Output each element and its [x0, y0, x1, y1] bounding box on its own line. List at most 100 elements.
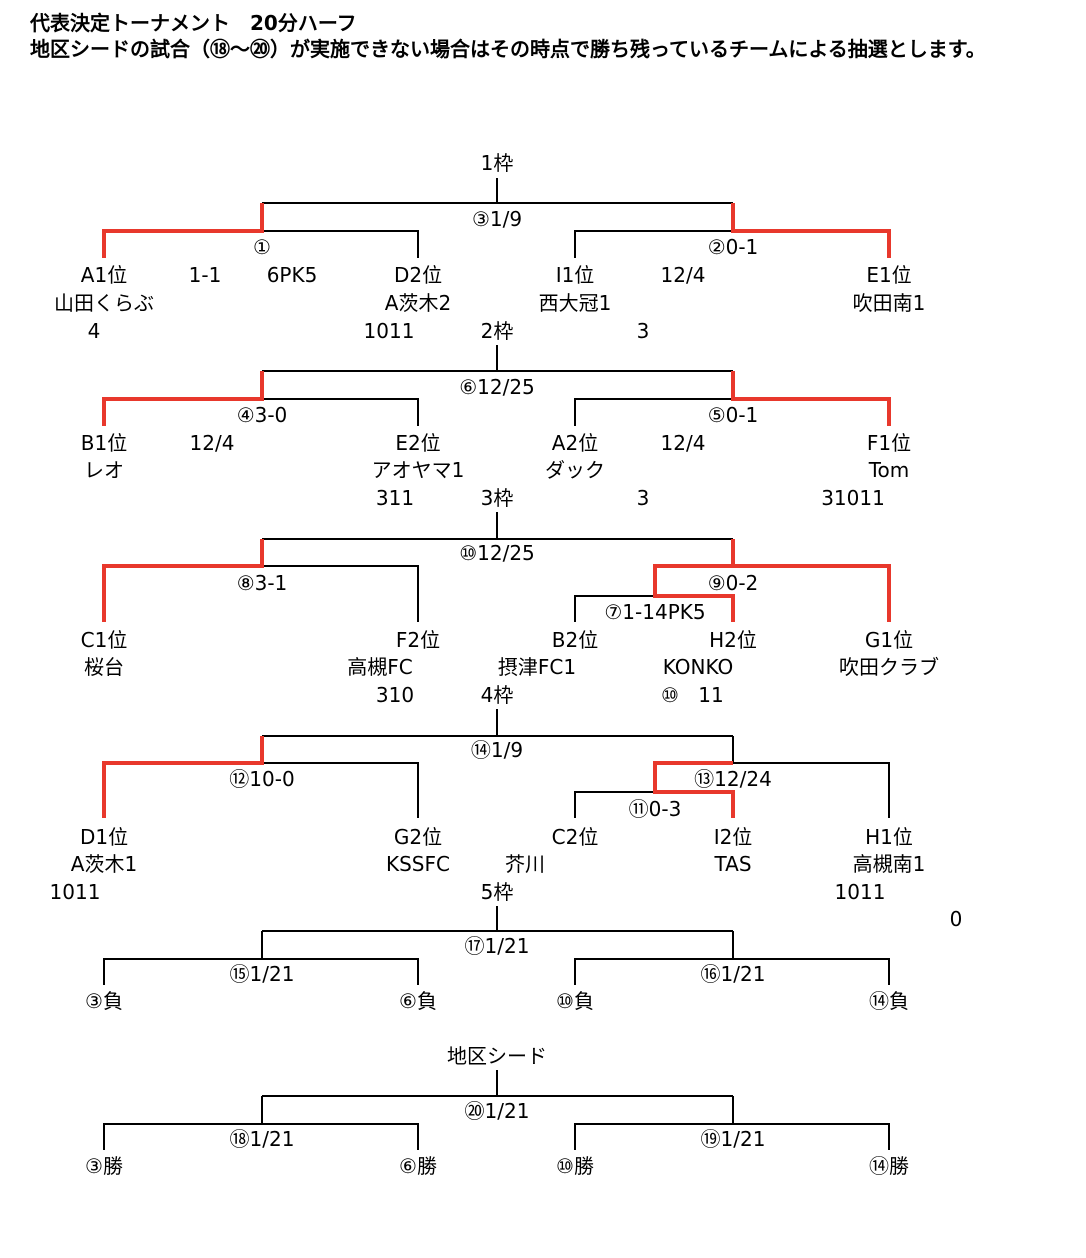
team-rank: B1位 — [81, 431, 127, 455]
extra-note: 310 — [376, 683, 414, 707]
winner-path — [102, 539, 264, 622]
team-rank: G2位 — [394, 825, 442, 849]
winner-path — [102, 736, 264, 818]
team-name: アオヤマ1 — [372, 458, 465, 482]
team-name: TAS — [713, 852, 751, 876]
team-name: 高槻南1 — [853, 852, 926, 876]
extra-note: 0 — [950, 907, 963, 931]
right-match-label: ⑬12/24 — [694, 767, 772, 791]
bracket-line — [574, 1123, 890, 1150]
right-match-label: ⑨0-2 — [708, 571, 759, 595]
team-rank: C2位 — [552, 825, 599, 849]
team-name: ③勝 — [85, 1154, 123, 1178]
team-name: ⑥負 — [399, 989, 437, 1013]
team-name: 桜台 — [84, 655, 124, 679]
left-match-label: ⑧3-1 — [237, 571, 288, 595]
score-note: 1-1 — [189, 263, 222, 287]
section-district-seed: 地区シード ⑳1/21 ⑱1/21 ⑲1/21 ③勝 ⑥勝 ⑩勝 ⑭勝 — [85, 1044, 909, 1178]
extra-note: 3 — [637, 486, 650, 510]
team-name: ダック — [545, 458, 605, 482]
team-name: ⑭勝 — [869, 1154, 909, 1178]
team-name: ⑩負 — [556, 989, 594, 1013]
team-name: 西大冠1 — [539, 291, 612, 315]
team-rank: B2位 — [552, 628, 598, 652]
bracket-line — [574, 595, 655, 622]
bracket-line — [574, 791, 655, 818]
team-name: ⑭負 — [869, 989, 909, 1013]
section-4: 4枠 ⑭1/9 ⑫10-0 ⑬12/24 ⑪0-3 D1位 A茨木1 G2位 K… — [50, 683, 963, 931]
page-title: 代表決定トーナメント 20分ハーフ — [30, 11, 357, 35]
final-match-label: ⑩12/25 — [459, 541, 535, 565]
left-match-label: ① — [253, 235, 271, 259]
final-match-label: ⑭1/9 — [471, 738, 523, 762]
extra-note: 4 — [88, 319, 101, 343]
bracket-line — [574, 398, 733, 426]
section-5: 5枠 ⑰1/21 ⑮1/21 ⑯1/21 ③負 ⑥負 ⑩負 ⑭負 — [85, 880, 909, 1013]
extra-note: 1011 — [364, 319, 415, 343]
extra-note: 311 — [376, 486, 414, 510]
frame-label: 3枠 — [481, 486, 514, 510]
extra-note: 11 — [698, 683, 723, 707]
section-3: 3枠 ⑩12/25 ⑧3-1 ⑨0-2 ⑦1-14PK5 C1位 桜台 F2位 … — [81, 486, 939, 707]
extra-note: ⑩ — [661, 683, 679, 707]
winner-path — [731, 371, 891, 426]
team-name: レオ — [84, 458, 124, 482]
bracket-line — [262, 762, 419, 818]
extra-note: 1011 — [835, 880, 886, 904]
bracket-line — [262, 398, 419, 426]
winner-path — [653, 761, 735, 818]
team-rank: E1位 — [866, 263, 911, 287]
frame-label: 2枠 — [481, 319, 514, 343]
team-name: 吹田南1 — [853, 291, 926, 315]
team-rank: F2位 — [396, 628, 440, 652]
team-name: ③負 — [85, 989, 123, 1013]
frame-label: 地区シード — [447, 1044, 547, 1068]
bracket-line — [574, 230, 733, 258]
final-match-label: ③1/9 — [472, 207, 522, 231]
left-match-label: ⑱1/21 — [230, 1127, 295, 1151]
sub-match-label: ⑪0-3 — [629, 797, 682, 821]
right-match-label: ⑤0-1 — [708, 403, 759, 427]
bracket-line — [262, 230, 419, 258]
extra-note: 31011 — [821, 486, 885, 510]
final-match-label: ⑰1/21 — [465, 934, 530, 958]
team-name: KSSFC — [386, 852, 450, 876]
team-name: 高槻FC — [347, 655, 412, 679]
bracket-line — [732, 736, 890, 818]
team-name: A茨木1 — [71, 852, 137, 876]
extra-note: 1011 — [50, 880, 101, 904]
team-rank: I2位 — [714, 825, 753, 849]
bracket-line — [103, 958, 419, 985]
page-note: 地区シードの試合（⑱～⑳）が実施できない場合はその時点で勝ち残っているチームによ… — [30, 37, 986, 61]
final-match-label: ⑥12/25 — [459, 375, 535, 399]
section-1: 1枠 ③1/9 ① ②0-1 1-1 6PK5 12/4 A1位 山田くらぶ D… — [54, 151, 925, 343]
frame-label: 4枠 — [481, 683, 514, 707]
team-name: A茨木2 — [385, 291, 451, 315]
left-match-label: ⑮1/21 — [230, 962, 295, 986]
team-name: 吹田クラブ — [839, 655, 939, 679]
team-rank: A1位 — [81, 263, 127, 287]
winner-path — [102, 203, 264, 258]
team-name: KONKO — [663, 655, 734, 679]
team-rank: H2位 — [709, 628, 757, 652]
team-rank: G1位 — [865, 628, 913, 652]
left-match-label: ④3-0 — [237, 403, 288, 427]
right-match-label: ②0-1 — [708, 235, 759, 259]
team-rank: D1位 — [80, 825, 128, 849]
team-name: ⑩勝 — [556, 1154, 594, 1178]
header: 代表決定トーナメント 20分ハーフ 地区シードの試合（⑱～⑳）が実施できない場合… — [30, 10, 986, 62]
date-note: 12/4 — [661, 263, 706, 287]
team-rank: D2位 — [394, 263, 442, 287]
bracket-line — [262, 565, 419, 622]
frame-label: 5枠 — [481, 880, 514, 904]
frame-label: 1枠 — [481, 151, 514, 175]
sub-match-label: ⑦1-14PK5 — [604, 600, 705, 624]
bracket-lines — [102, 178, 891, 1150]
team-name: 山田くらぶ — [54, 291, 154, 315]
winner-path — [653, 564, 735, 622]
left-match-label: ⑫10-0 — [229, 767, 294, 791]
section-2: 2枠 ⑥12/25 ④3-0 ⑤0-1 12/4 12/4 B1位 レオ E2位… — [81, 319, 911, 510]
team-name: 芥川 — [505, 852, 545, 876]
date-note: 12/4 — [190, 431, 235, 455]
